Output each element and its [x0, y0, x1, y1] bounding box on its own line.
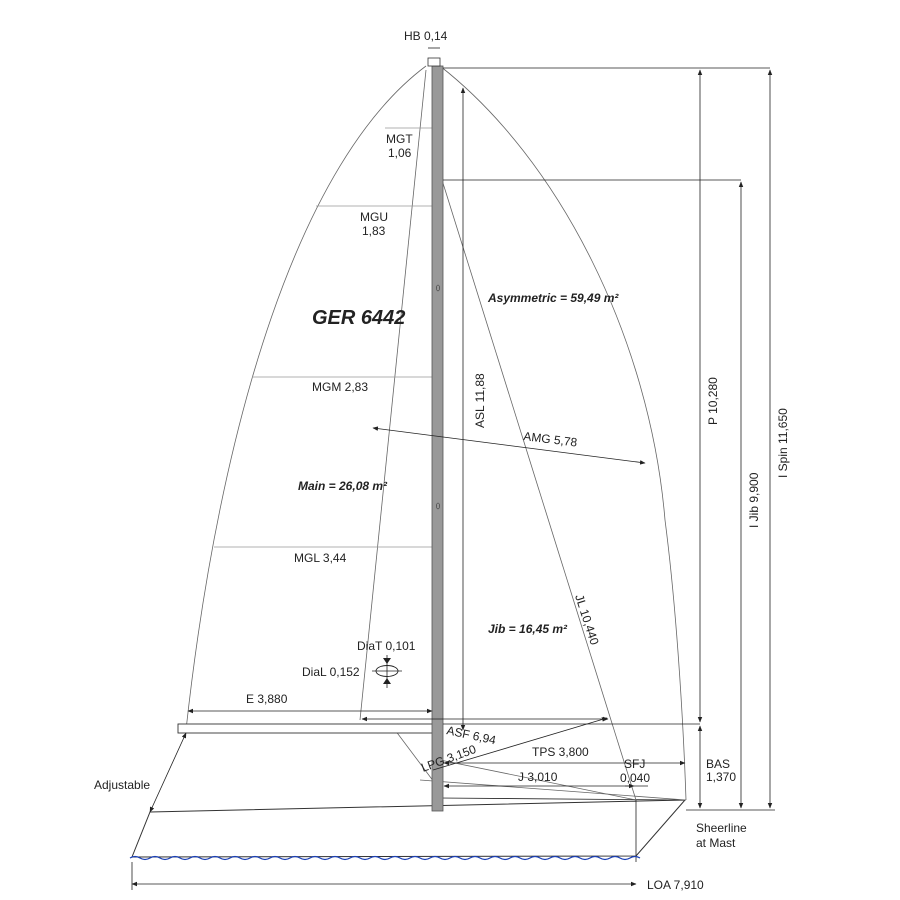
mgt-name: MGT — [386, 132, 413, 146]
sail-number: GER 6442 — [312, 307, 405, 329]
adjustable-dim — [149, 732, 187, 813]
loa-label: LOA 7,910 — [647, 878, 704, 892]
i-jib-label: I Jib 9,900 — [747, 472, 761, 528]
i-spin-label: I Spin 11,650 — [776, 408, 790, 478]
sheerline-label-2: at Mast — [696, 836, 736, 850]
bas-value: 1,370 — [706, 770, 736, 784]
masthead — [427, 57, 441, 67]
mainsail-luff-inner — [359, 69, 427, 721]
asymmetric-area-label: Asymmetric = 59,49 m² — [487, 291, 619, 305]
boom — [177, 723, 435, 734]
lpg-label: LPG 3,150 — [419, 742, 478, 775]
sfj-name: SFJ — [624, 757, 645, 771]
hull — [131, 799, 687, 858]
mainsail-leech — [185, 65, 427, 731]
bas-name: BAS — [706, 757, 730, 771]
mgt-value: 1,06 — [388, 146, 412, 160]
amg-dim — [372, 426, 646, 465]
p-label: P 10,280 — [706, 377, 720, 425]
mast — [431, 65, 444, 812]
mast-fitting-upper — [436, 284, 440, 292]
jib-foot — [439, 759, 637, 801]
sheerline-label-1: Sheerline — [696, 821, 747, 835]
sheerline — [439, 797, 686, 801]
j-label: J 3,010 — [518, 770, 558, 784]
mgu-value: 1,83 — [362, 224, 386, 238]
asl-label: ASL 11,88 — [473, 373, 487, 428]
tps-label: TPS 3,800 — [532, 745, 589, 759]
jib-luff — [441, 179, 637, 801]
main-area-label: Main = 26,08 m² — [298, 479, 388, 493]
jl-label: JL 10,440 — [572, 593, 602, 647]
dial-label: DiaL 0,152 — [302, 665, 360, 679]
mast-fitting-lower — [436, 502, 440, 510]
e-label: E 3,880 — [246, 692, 288, 706]
diat-label: DiaT 0,101 — [357, 639, 416, 653]
jib-area-label: Jib = 16,45 m² — [488, 622, 568, 636]
mgl-label: MGL 3,44 — [294, 551, 347, 565]
mgu-name: MGU — [360, 210, 388, 224]
sfj-value: 0,040 — [620, 771, 650, 785]
spinnaker-outline — [439, 65, 687, 801]
mgm-label: MGM 2,83 — [312, 380, 368, 394]
waterline — [129, 855, 641, 861]
amg-label: AMG 5,78 — [523, 429, 579, 450]
spinnaker-foot — [419, 779, 687, 801]
adjustable-label: Adjustable — [94, 778, 150, 792]
hb-label: HB 0,14 — [404, 29, 448, 43]
